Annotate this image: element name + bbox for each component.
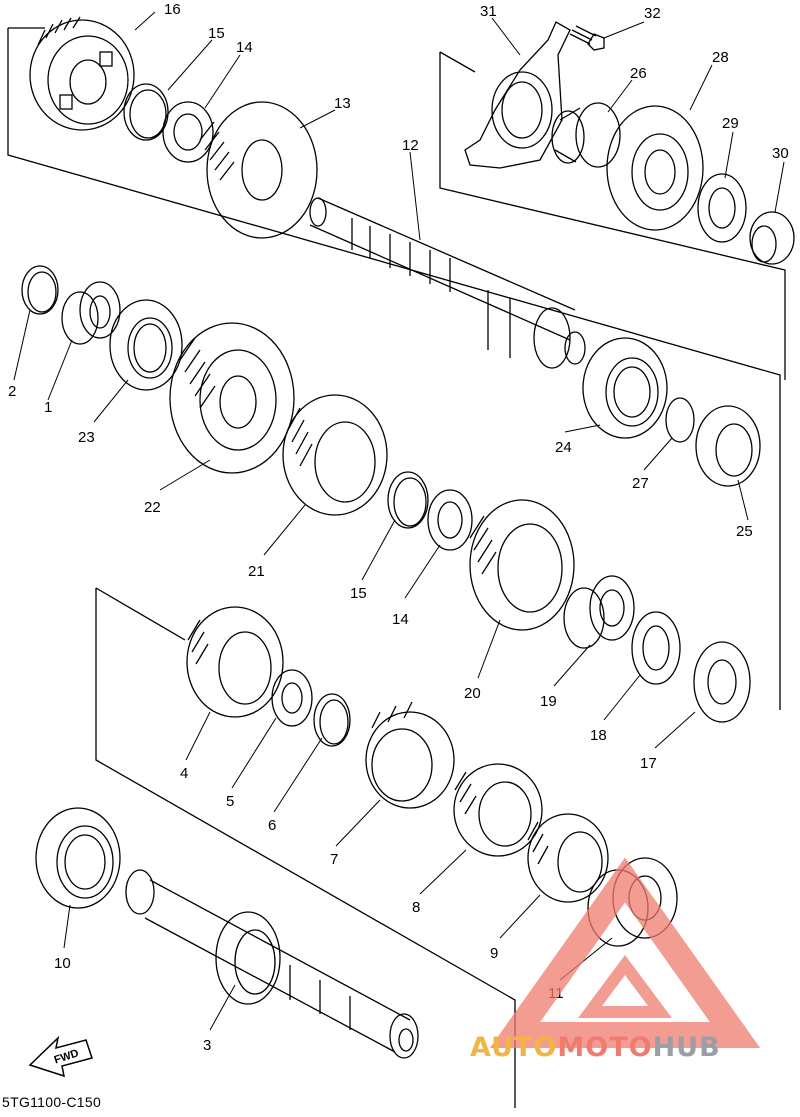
gear-7 [365, 701, 455, 809]
drive-axle-3 [125, 869, 419, 1059]
gear-8 [453, 763, 543, 857]
collar-26 [551, 102, 621, 168]
callout-17: 17 [640, 755, 657, 772]
brand-part-hub: HUB [652, 1032, 721, 1063]
bolt-32 [569, 25, 605, 51]
callout-12: 12 [402, 137, 419, 154]
o-ring-27 [665, 397, 695, 443]
circlip-15-top [123, 83, 169, 141]
callout-1: 1 [44, 399, 52, 416]
callout-27: 27 [632, 475, 649, 492]
bearing-24 [582, 337, 668, 439]
collar-1 [61, 281, 121, 345]
main-axle-12 [309, 197, 586, 369]
callout-15-top: 15 [208, 25, 225, 42]
callout-14-mid: 14 [392, 611, 409, 628]
circlip-2 [21, 265, 59, 315]
washer-17 [693, 641, 751, 723]
callout-25: 25 [736, 523, 753, 540]
frame-upper-shaft [7, 28, 781, 710]
gear-4 [186, 606, 284, 718]
nut-30 [749, 211, 795, 265]
callout-3: 3 [203, 1037, 211, 1054]
collar-19 [563, 575, 635, 649]
callout-23: 23 [78, 429, 95, 446]
washer-14-top [162, 101, 214, 163]
callout-31: 31 [480, 3, 497, 20]
callout-13: 13 [334, 95, 351, 112]
fwd-arrow-icon: FWD [28, 1035, 93, 1078]
washer-14-mid [427, 489, 473, 551]
callout-14-top: 14 [236, 39, 253, 56]
callout-9: 9 [490, 945, 498, 962]
callout-19: 19 [540, 693, 557, 710]
circlip-15-mid [387, 471, 429, 529]
callout-8: 8 [412, 899, 420, 916]
callout-20: 20 [464, 685, 481, 702]
callout-6: 6 [268, 817, 276, 834]
circlip-6 [313, 693, 351, 747]
watermark-brand: AUTOMOTOHUB [470, 1032, 721, 1063]
sprocket-28 [606, 105, 704, 231]
callout-10: 10 [54, 955, 71, 972]
gear-22 [169, 322, 295, 474]
leader-lines [13, 11, 785, 1031]
callout-7: 7 [330, 851, 338, 868]
callout-16: 16 [164, 1, 181, 18]
callout-2: 2 [8, 383, 16, 400]
callout-28: 28 [712, 49, 729, 66]
bearing-23 [109, 299, 183, 391]
bearing-10 [35, 807, 121, 909]
gear-20 [469, 499, 575, 631]
watermark-triangle-icon [489, 857, 761, 1048]
gear-9 [527, 813, 609, 903]
callout-21: 21 [248, 563, 265, 580]
callout-5: 5 [226, 793, 234, 810]
callout-15-mid: 15 [350, 585, 367, 602]
oil-seal-25 [695, 405, 761, 487]
frame-lower-shaft [95, 588, 516, 1108]
washer-18 [631, 611, 681, 685]
callout-22: 22 [144, 499, 161, 516]
frame-output-group [439, 52, 786, 380]
callout-18: 18 [590, 727, 607, 744]
brand-part-auto: AUTO [470, 1032, 558, 1063]
bracket-31 [464, 21, 571, 169]
washer-5 [271, 669, 313, 727]
washer-29 [697, 173, 747, 243]
callout-4: 4 [180, 765, 188, 782]
callout-32: 32 [644, 5, 661, 22]
callout-24: 24 [555, 439, 572, 456]
gear-16 [29, 16, 135, 131]
callout-29: 29 [722, 115, 739, 132]
gear-21 [282, 394, 388, 516]
callout-30: 30 [772, 145, 789, 162]
callout-26: 26 [630, 65, 647, 82]
gear-13 [199, 101, 318, 239]
diagram-code: 5TG1100-C150 [2, 1094, 102, 1110]
brand-part-moto: MOTO [557, 1032, 653, 1063]
